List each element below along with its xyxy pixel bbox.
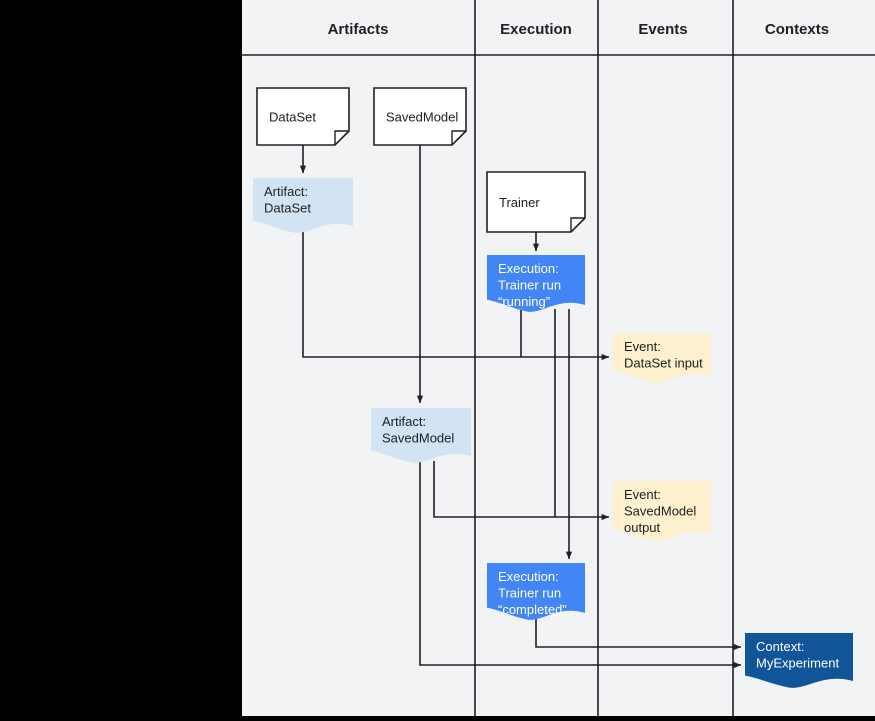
node-label: output: [624, 520, 661, 535]
swimlane-headers: Artifacts Execution Events Contexts: [328, 21, 830, 38]
event-shape: [613, 333, 711, 383]
execution-shape: [487, 255, 585, 312]
artifact-shape: [253, 178, 353, 233]
node-label: SavedModel: [624, 504, 696, 519]
column-header-artifacts: Artifacts: [328, 21, 389, 38]
node-label: Trainer run: [498, 586, 561, 601]
artifact-shape: [371, 408, 471, 463]
folded-corner-icon: [570, 217, 585, 232]
node-event-dataset-input[interactable]: Event: DataSet input: [613, 333, 711, 383]
node-label: Trainer run: [498, 278, 561, 293]
folded-corner-icon: [334, 130, 349, 145]
node-label: Context:: [756, 639, 804, 654]
node-label: Artifact:: [382, 414, 426, 429]
note-shape: [486, 171, 586, 233]
note-shape: [256, 87, 350, 146]
column-header-events: Events: [638, 21, 687, 38]
node-label: DataSet input: [624, 356, 703, 371]
node-label: Execution:: [498, 261, 559, 276]
folded-corner-icon: [451, 130, 466, 145]
swimlane-dividers: [242, 0, 875, 716]
node-label: DataSet: [264, 201, 311, 216]
node-trainer-note[interactable]: Trainer: [486, 171, 586, 233]
column-header-contexts: Contexts: [765, 21, 829, 38]
node-savedmodel-note[interactable]: SavedModel: [373, 87, 467, 146]
node-context-myexperiment[interactable]: Context: MyExperiment: [745, 633, 853, 688]
node-label: Event:: [624, 339, 661, 354]
node-artifact-savedmodel[interactable]: Artifact: SavedModel: [371, 408, 471, 463]
context-shape: [745, 633, 853, 688]
node-label: Artifact:: [264, 184, 308, 199]
node-dataset-note[interactable]: DataSet: [256, 87, 350, 146]
note-shape: [373, 87, 467, 146]
edge-artifact-savedmodel-to-context: [419, 461, 742, 669]
node-label: MyExperiment: [756, 656, 839, 671]
node-label: Execution:: [498, 569, 559, 584]
event-shape: [613, 481, 711, 541]
edge-execution-completed-to-context: [535, 618, 742, 651]
edge-artifact-savedmodel-to-event-savedmodel-output: [433, 461, 610, 521]
node-execution-trainer-completed[interactable]: Execution: Trainer run“completed”: [487, 563, 585, 620]
execution-shape: [487, 563, 585, 620]
column-header-execution: Execution: [500, 21, 572, 38]
edge-artifact-dataset-to-event-dataset-input: [302, 231, 610, 361]
node-label: SavedModel: [382, 431, 454, 446]
node-label: “running”: [498, 294, 550, 309]
edge-layer: [299, 145, 742, 669]
node-label: Event:: [624, 487, 661, 502]
node-label: Trainer: [499, 195, 540, 210]
node-execution-trainer-running[interactable]: Execution: Trainer run“running”: [487, 255, 585, 312]
node-label: DataSet: [269, 110, 316, 125]
node-label: “completed”: [498, 602, 567, 617]
node-artifact-dataset[interactable]: Artifact: DataSet: [253, 178, 353, 233]
node-label: SavedModel: [386, 110, 458, 125]
